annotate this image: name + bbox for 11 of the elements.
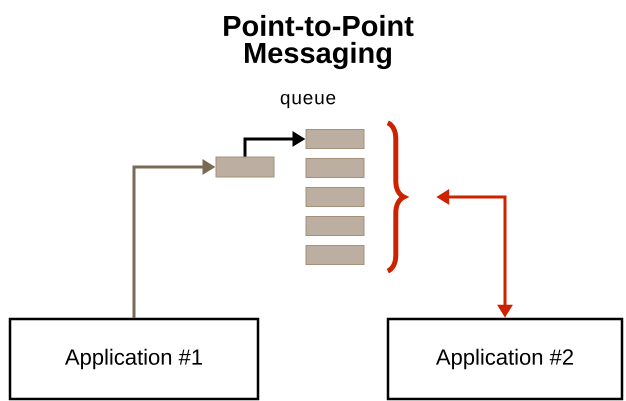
application-box: Application #1 — [8, 318, 260, 400]
queue-slot — [306, 158, 364, 178]
queue-slot — [306, 186, 364, 207]
queue-slot — [306, 216, 364, 236]
message-box — [216, 156, 274, 178]
curly-brace — [386, 120, 406, 274]
application-box: Application #2 — [386, 318, 624, 400]
queue-slot — [306, 244, 364, 265]
title: Point-to-Point Messaging — [224, 14, 414, 70]
queue-slot — [306, 129, 364, 149]
queue-label: queue — [280, 94, 336, 108]
